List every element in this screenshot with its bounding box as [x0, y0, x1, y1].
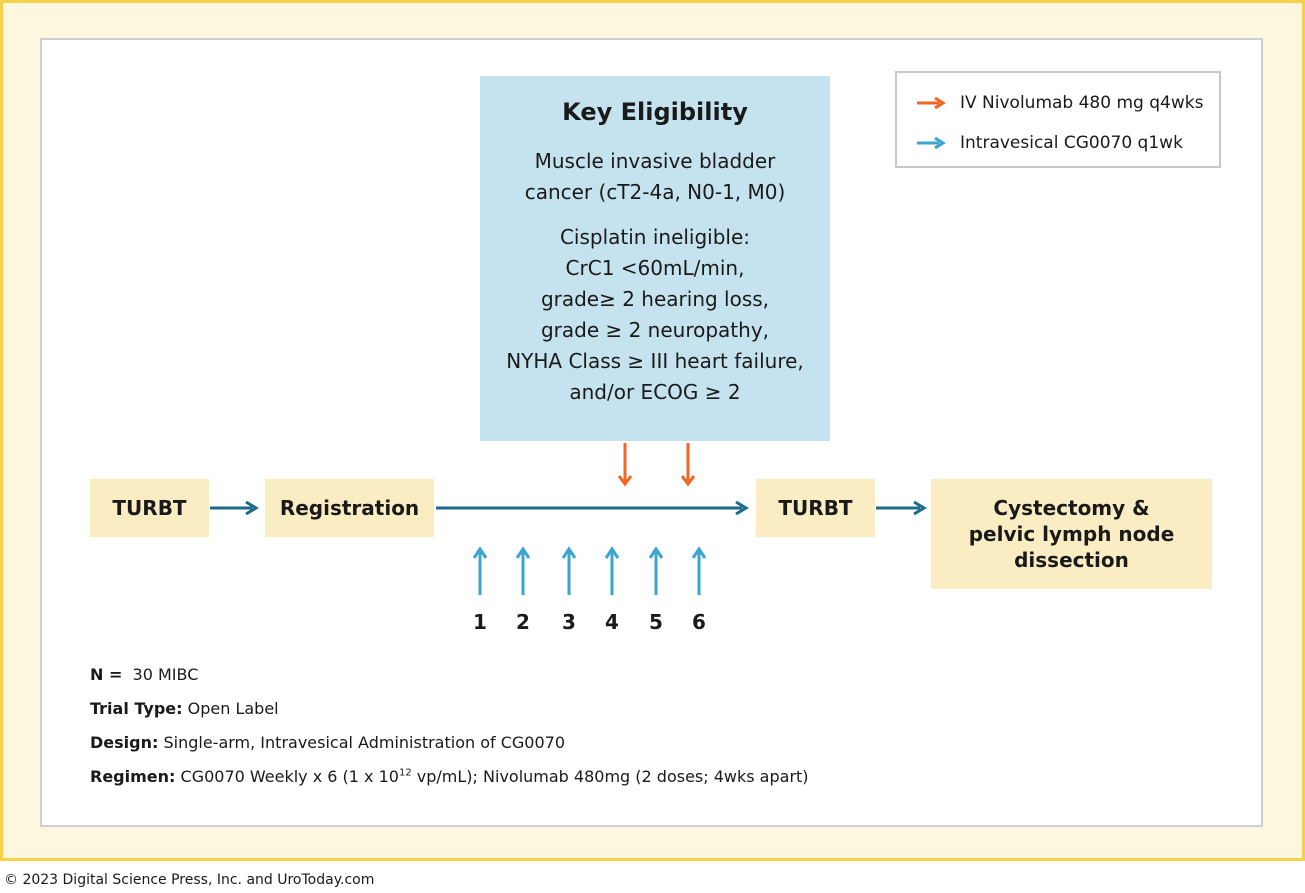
legend: IV Nivolumab 480 mg q4wks Intravesical C… [895, 71, 1221, 168]
cg0070-dose-arrow-1 [472, 546, 488, 595]
legend-item-cg0070: Intravesical CG0070 q1wk [917, 133, 1183, 153]
info-regimen: Regimen: CG0070 Weekly x 6 (1 x 1012 vp/… [90, 764, 809, 798]
dose-number-2: 2 [516, 610, 530, 634]
trial-info: N = 30 MIBC Trial Type: Open Label Desig… [90, 662, 809, 798]
blue-arrow-icon [917, 137, 946, 149]
dose-number-5: 5 [649, 610, 663, 634]
copyright-notice: © 2023 Digital Science Press, Inc. and U… [4, 872, 375, 888]
info-design-label: Design: [90, 733, 159, 752]
info-regimen-exponent: 12 [398, 767, 412, 779]
cg0070-dose-arrow-3 [561, 546, 577, 595]
orange-arrow-icon [917, 97, 946, 109]
info-sample-size: N = 30 MIBC [90, 662, 809, 696]
info-n-value: 30 MIBC [132, 665, 199, 684]
info-regimen-value-a: CG0070 Weekly x 6 (1 x 10 [180, 767, 399, 786]
cg0070-dose-arrow-6 [691, 546, 707, 595]
eligibility-criteria-cisplatin: Cisplatin ineligible: CrC1 <60mL/min, gr… [506, 225, 804, 404]
cg0070-dose-arrow-4 [604, 546, 620, 595]
turbt-box-restaging: TURBT [756, 479, 875, 537]
dose-number-4: 4 [605, 610, 619, 634]
info-regimen-value-b: vp/mL); Nivolumab 480mg (2 doses; 4wks a… [411, 767, 809, 786]
legend-label-nivolumab: IV Nivolumab 480 mg q4wks [960, 93, 1204, 113]
dose-number-6: 6 [692, 610, 706, 634]
key-eligibility-box: Key Eligibility Muscle invasive bladder … [480, 76, 830, 441]
legend-item-nivolumab: IV Nivolumab 480 mg q4wks [917, 93, 1203, 113]
cg0070-dose-arrow-5 [648, 546, 664, 595]
info-n-label: N = [90, 665, 123, 684]
info-trial-type-label: Trial Type: [90, 699, 183, 718]
eligibility-title: Key Eligibility [562, 98, 748, 126]
turbt-box-initial: TURBT [90, 479, 209, 537]
arrow-treatment-line [436, 500, 749, 516]
arrow-turbt-to-registration [210, 500, 259, 516]
eligibility-criteria-disease: Muscle invasive bladder cancer (cT2-4a, … [524, 149, 786, 204]
arrow-turbt-to-cystectomy [876, 500, 927, 516]
nivolumab-dose-arrow-1 [617, 443, 633, 487]
info-trial-type-value: Open Label [187, 699, 279, 718]
cg0070-dose-arrow-2 [515, 546, 531, 595]
info-design: Design: Single-arm, Intravesical Adminis… [90, 730, 809, 764]
registration-box: Registration [265, 479, 434, 537]
info-design-value: Single-arm, Intravesical Administration … [163, 733, 566, 752]
nivolumab-dose-arrow-2 [680, 443, 696, 487]
dose-number-1: 1 [473, 610, 487, 634]
info-trial-type: Trial Type: Open Label [90, 696, 809, 730]
dose-number-3: 3 [562, 610, 576, 634]
cystectomy-box: Cystectomy & pelvic lymph node dissectio… [931, 479, 1212, 589]
legend-label-cg0070: Intravesical CG0070 q1wk [960, 133, 1183, 153]
info-regimen-label: Regimen: [90, 767, 176, 786]
